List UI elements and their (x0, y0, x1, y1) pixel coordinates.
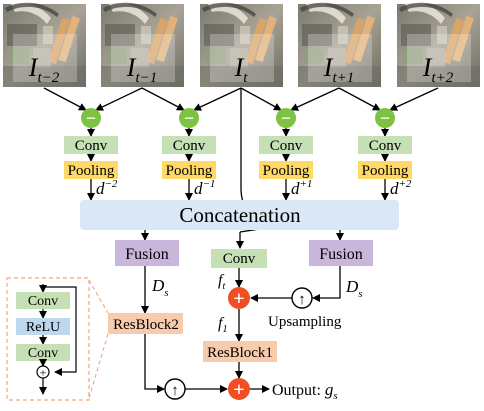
output-label: Output: gs (272, 380, 338, 402)
concatenation-label: Concatenation (179, 203, 301, 227)
inset-border (6, 277, 90, 401)
conv-label: Conv (270, 138, 303, 154)
conv-box (162, 136, 216, 154)
zoom-line-bottom (88, 333, 109, 399)
inset-conv2-box (16, 344, 70, 361)
resblock-detail-inset: Conv ReLU Conv + (6, 277, 109, 401)
branch-1: − Conv Pooling d−2 (64, 108, 118, 201)
minus-symbol: − (86, 108, 96, 128)
add-circle-top (228, 287, 250, 309)
frame-t-plus-2: It+2 (397, 2, 480, 88)
frame-label: It−2 (28, 53, 60, 86)
pooling-box (64, 161, 118, 179)
frame-t-minus-2: It−2 (3, 2, 86, 88)
frame-label: It+2 (422, 53, 454, 86)
resblock2-label: ResBlock2 (113, 317, 179, 333)
center-conv-box (211, 249, 267, 268)
minus-circle (81, 108, 101, 128)
diff-feature-label: d+2 (390, 178, 412, 198)
minus-circle (375, 108, 395, 128)
resblock1-box (203, 341, 277, 362)
conv-label: Conv (369, 138, 402, 154)
frame-t-plus-1: It+1 (298, 2, 381, 88)
fusion-left-label: Fusion (125, 246, 169, 263)
minus-circle (179, 108, 199, 128)
pooling-box (162, 161, 216, 179)
upsampling-label: Upsampling (268, 314, 342, 330)
branch-4: − Conv Pooling d+2 (358, 108, 412, 201)
diff-feature-label: d−1 (194, 178, 215, 198)
inset-relu-label: ReLU (26, 320, 60, 335)
concatenation-box (80, 200, 399, 230)
minus-circle (276, 108, 296, 128)
inset-relu-box (16, 318, 70, 335)
f1-label: f1 (218, 315, 227, 335)
diff-feature-label: d−2 (96, 178, 118, 198)
fusion-right-output: Ds (345, 277, 363, 300)
ft-label: ft (218, 272, 225, 292)
minus-symbol: − (380, 108, 390, 128)
pooling-box (358, 161, 412, 179)
branch-2: − Conv Pooling d−1 (162, 108, 216, 201)
branch-3: − Conv Pooling d+1 (259, 108, 313, 201)
concat-out-arrows (141, 230, 344, 249)
pooling-label: Pooling (166, 163, 213, 179)
pooling-label: Pooling (362, 163, 409, 179)
inset-conv1-box (16, 292, 70, 309)
resblock1-label: ResBlock1 (207, 345, 273, 361)
inset-conv2-label: Conv (28, 346, 58, 361)
diff-feature-label: d+1 (291, 178, 312, 198)
pooling-box (259, 161, 313, 179)
conv-label: Conv (75, 138, 108, 154)
fusion-right-label: Fusion (319, 246, 363, 263)
inset-conv1-label: Conv (28, 294, 58, 309)
pooling-label: Pooling (68, 163, 115, 179)
inset-plus-symbol: + (40, 366, 47, 380)
minus-symbol: − (184, 108, 194, 128)
resblock2-box (108, 313, 183, 334)
frame-label: It+1 (323, 53, 354, 86)
conv-box (64, 136, 118, 154)
center-conv-label: Conv (223, 251, 256, 267)
upsample-arrow-icon: ↑ (171, 383, 179, 399)
add-circle-bottom (228, 378, 250, 400)
upsample-arrow-icon: ↑ (298, 292, 306, 308)
frame-label: It (234, 53, 249, 86)
frame-t: It (200, 2, 283, 88)
minus-symbol: − (281, 108, 291, 128)
pooling-label: Pooling (263, 163, 310, 179)
frame-label: It−1 (126, 53, 157, 86)
plus-symbol: + (233, 288, 244, 310)
conv-box (358, 136, 412, 154)
fusion-right-box (309, 240, 373, 266)
conv-label: Conv (173, 138, 206, 154)
plus-symbol: + (233, 379, 244, 401)
fusion-left-box (115, 240, 179, 266)
frame-t-minus-1: It−1 (101, 2, 184, 88)
fusion-left-output: Ds (151, 276, 169, 299)
zoom-line-top (88, 279, 109, 314)
conv-box (259, 136, 313, 154)
